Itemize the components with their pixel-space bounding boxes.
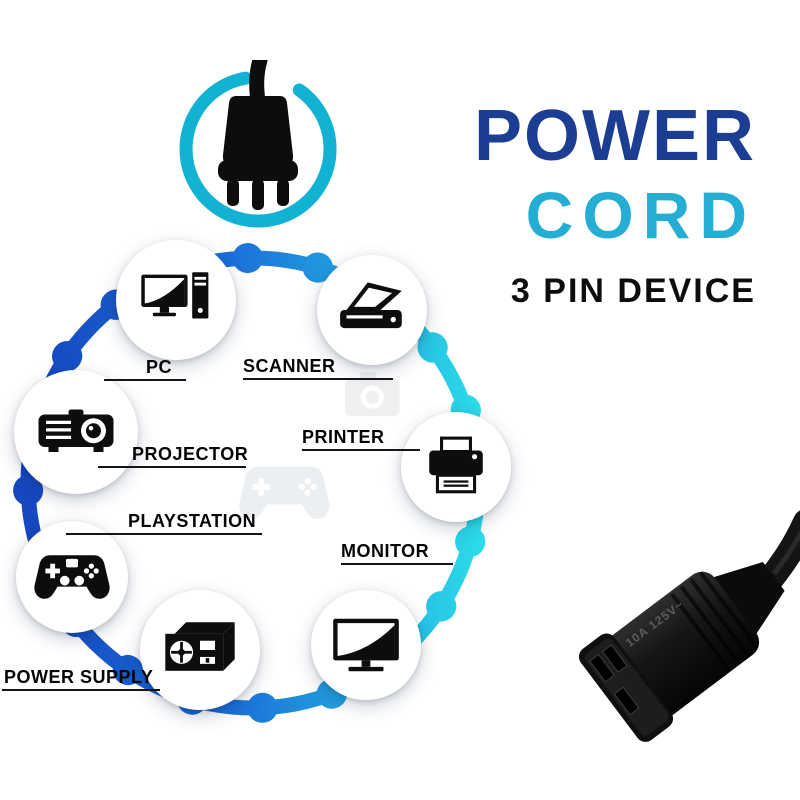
leader-line-projector: [98, 466, 246, 468]
label-scanner: SCANNER: [243, 356, 336, 376]
title-subtitle: 3 PIN DEVICE: [510, 272, 756, 310]
label-playstation: PLAYSTATION: [128, 511, 257, 531]
label-power-supply: POWER SUPPLY: [4, 667, 154, 687]
plug-prongs: [227, 179, 289, 210]
power-plug-3pin-icon: [218, 60, 298, 210]
connector-face: [584, 638, 669, 736]
device-circle-printer: [401, 412, 511, 522]
plug-body: [222, 96, 294, 165]
cable-sheen: [771, 530, 800, 576]
connector-pin-slots: [589, 644, 640, 716]
monitor-icon: [333, 618, 399, 672]
scanner-icon: [340, 282, 402, 329]
leader-line-pc: [104, 379, 186, 381]
leader-line-scanner: [243, 378, 393, 380]
leader-line-power-supply: [2, 689, 160, 691]
leader-line-printer: [302, 449, 420, 451]
device-circle-pc: [116, 240, 236, 360]
plug-circle-arc: [179, 71, 337, 228]
leader-line-playstation: [66, 533, 262, 535]
gamepad-icon: [34, 555, 110, 599]
label-projector: PROJECTOR: [132, 444, 249, 464]
title-block: POWER CORD 3 PIN DEVICE: [474, 100, 756, 311]
connector-strain-relief: [712, 561, 785, 636]
title-cord: CORD: [525, 178, 756, 252]
power-supply-icon: [165, 622, 235, 671]
projector-icon: [38, 409, 114, 452]
c13-connector-photo: 10A 125V~: [578, 510, 800, 742]
label-pc: PC: [146, 357, 173, 377]
pc-icon: [141, 272, 209, 319]
device-circle-power-supply: [140, 590, 260, 710]
printer-icon: [429, 436, 483, 494]
title-power: POWER: [473, 96, 756, 176]
device-circle-scanner: [317, 255, 427, 365]
leader-line-monitor: [341, 563, 453, 565]
device-circle-monitor: [311, 590, 421, 700]
connector-grip-ribs: [670, 571, 759, 671]
faint-gamepad-icon: [239, 466, 330, 519]
label-printer: PRINTER: [302, 427, 385, 447]
plug-cable: [249, 60, 268, 110]
device-circle-playstation: [16, 521, 128, 633]
label-monitor: MONITOR: [341, 541, 430, 561]
device-circle-projector: [14, 370, 138, 494]
plug-collar: [218, 160, 298, 181]
